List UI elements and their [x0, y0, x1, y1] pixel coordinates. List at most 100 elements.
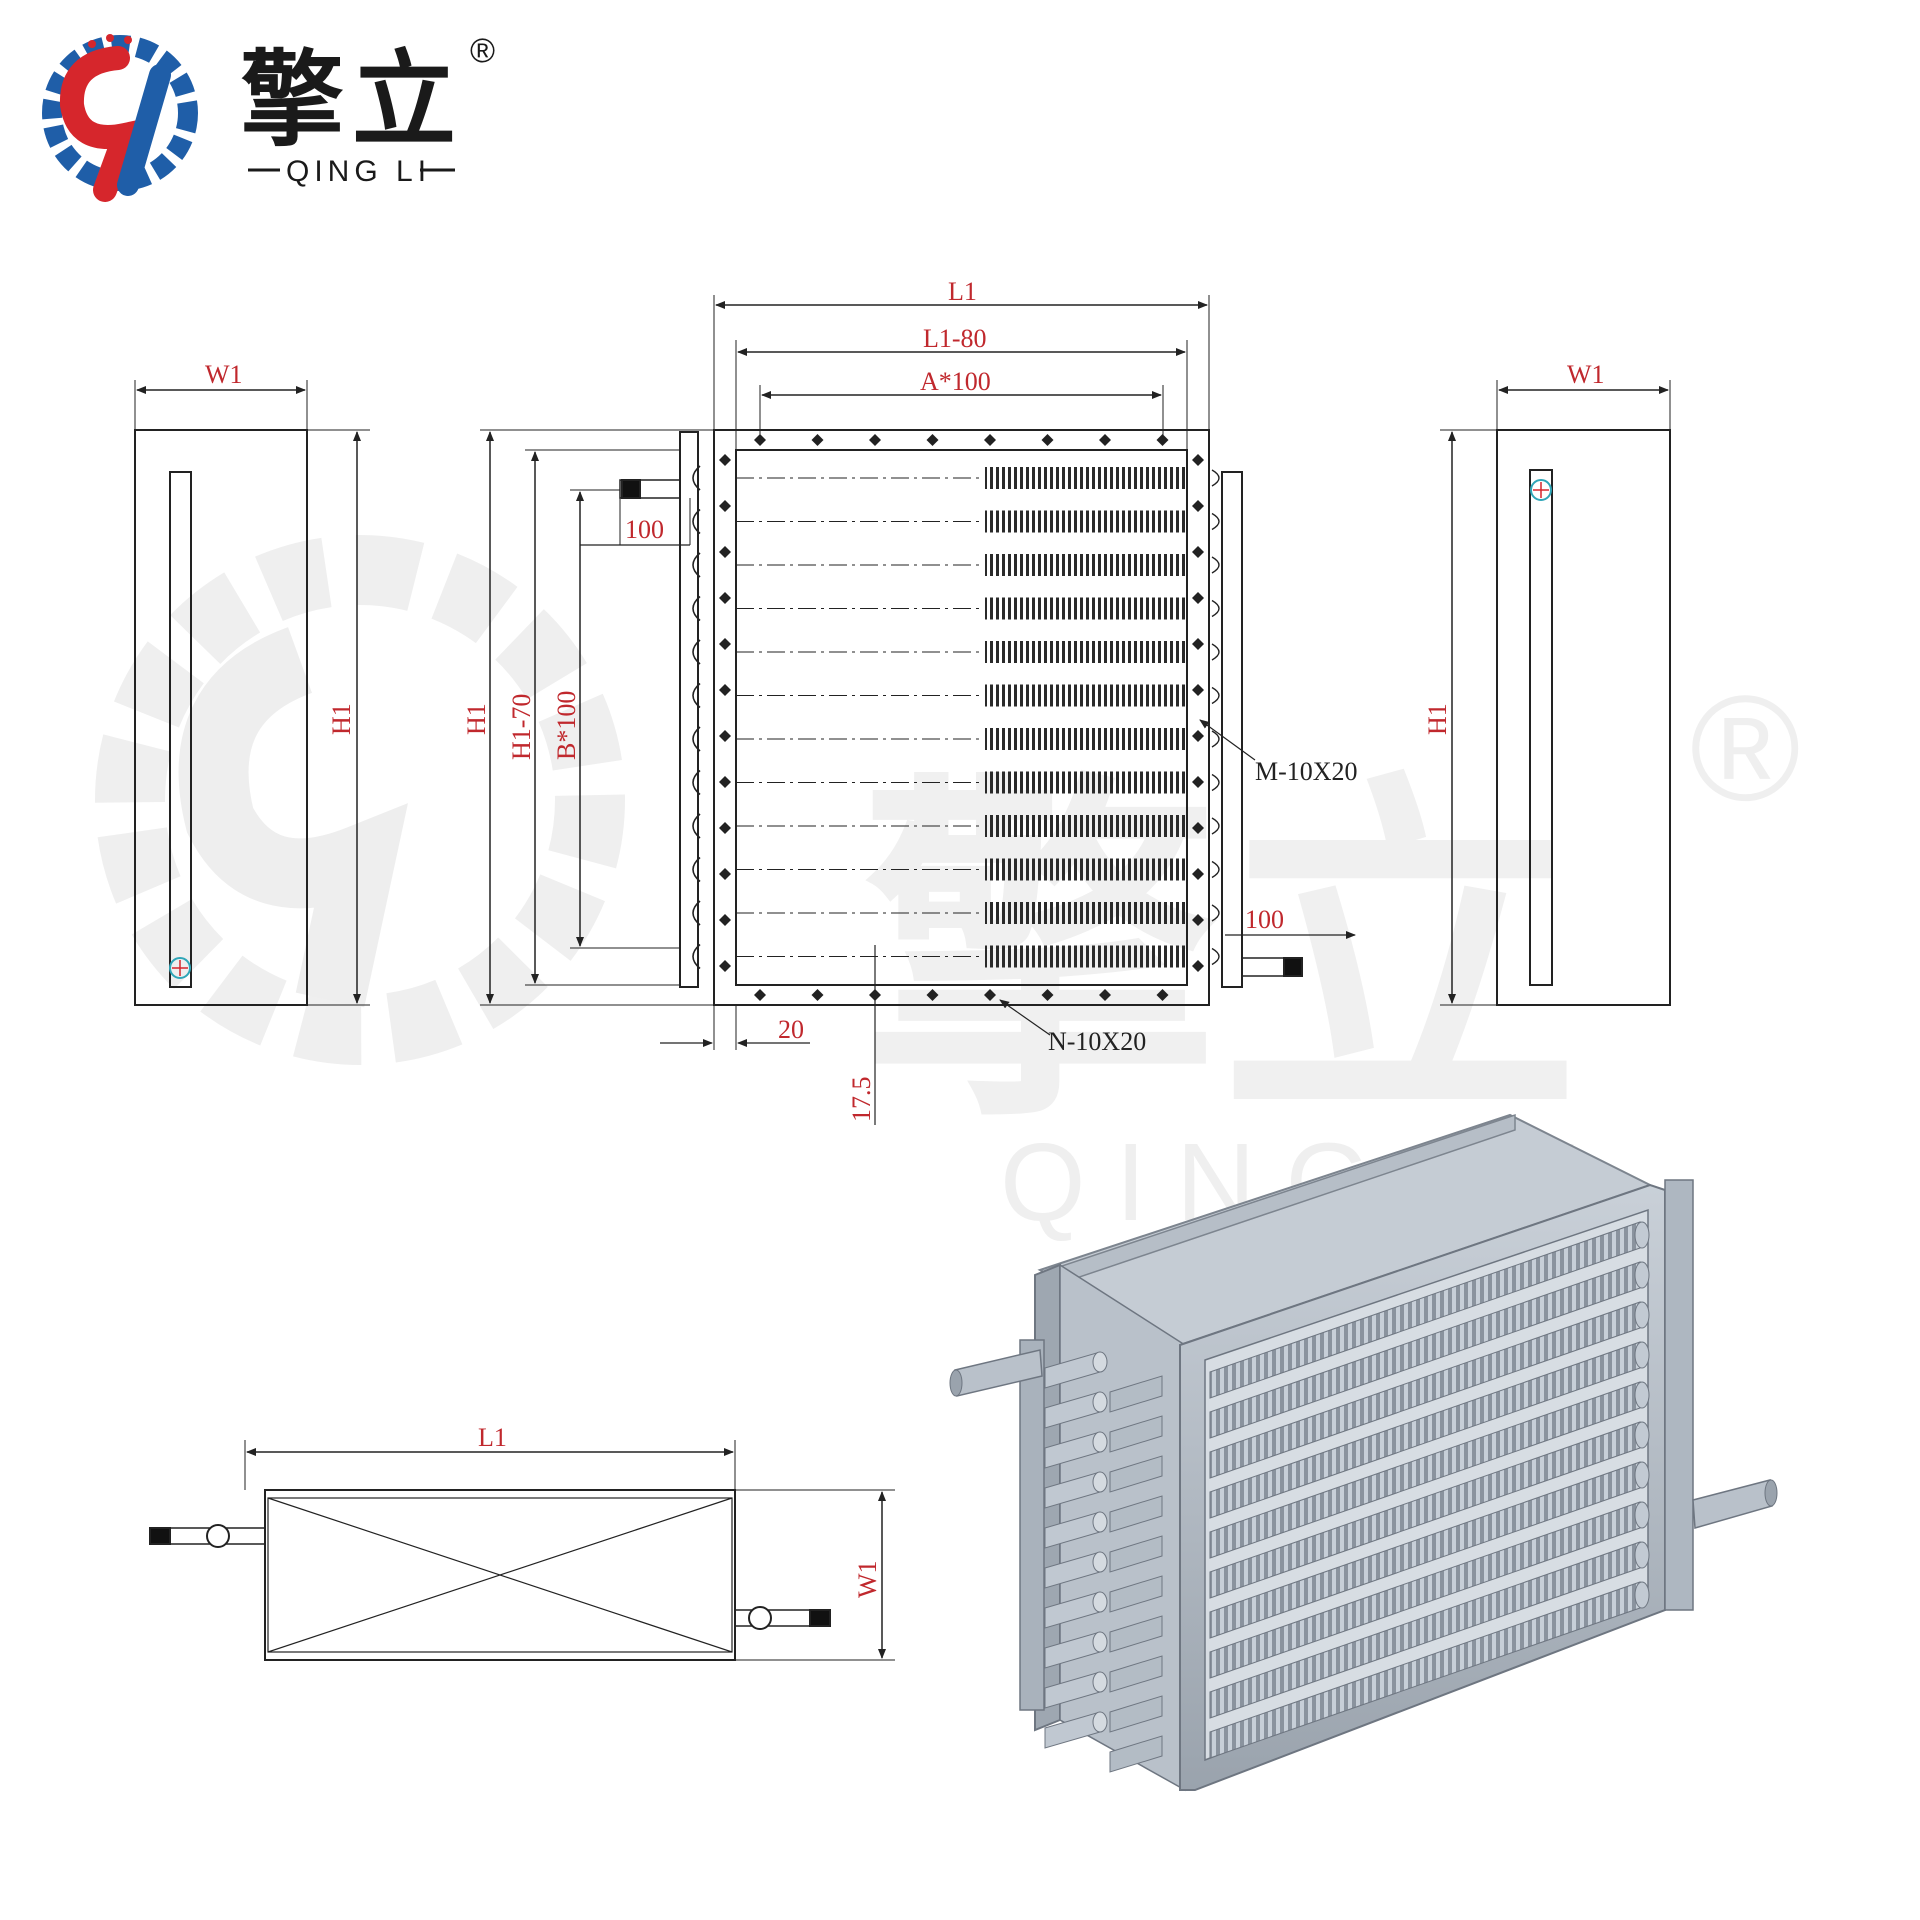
mounting-hole-icon	[719, 684, 731, 696]
watermark: 擎立 QING LI ®	[95, 535, 1801, 1244]
left-view-height-label: H1	[327, 703, 356, 735]
right-header-pipe	[1221, 471, 1243, 988]
left-view-slot	[169, 471, 192, 988]
mounting-hole-icon	[984, 989, 996, 1001]
u-bend	[1211, 512, 1220, 531]
render-pipe-stub	[1109, 1655, 1163, 1693]
front-vertical-pitch-label: B*100	[552, 691, 581, 760]
right-view-width-label: W1	[1567, 360, 1605, 389]
mounting-hole-icon	[719, 868, 731, 880]
finned-tube	[985, 728, 1185, 750]
u-bend	[1211, 469, 1220, 487]
front-view-tubes	[692, 434, 1220, 1001]
render-pipe-end	[1092, 1631, 1108, 1653]
u-bend	[1211, 773, 1220, 792]
inlet-pipe-stub	[619, 479, 681, 499]
u-bend	[692, 552, 701, 578]
mounting-hole-icon	[811, 434, 824, 446]
render-right-header	[1664, 1179, 1694, 1611]
mounting-hole-icon	[1041, 989, 1054, 1001]
logo-star-icon	[124, 36, 132, 44]
render-pipe-stub	[1109, 1575, 1163, 1613]
finned-tube	[985, 902, 1185, 924]
mounting-hole-icon	[719, 454, 731, 466]
render-tube-end	[1634, 1261, 1650, 1289]
mounting-hole-icon	[1156, 989, 1169, 1001]
render-pipe-end	[1092, 1511, 1108, 1533]
u-bend	[692, 769, 701, 796]
mounting-hole-icon	[1192, 960, 1204, 972]
front-inner-height-label: H1-70	[507, 694, 536, 760]
top-view-inner	[267, 1497, 733, 1653]
mounting-hole-icon	[719, 914, 731, 926]
finned-tube	[985, 597, 1185, 620]
mounting-hole-icon	[1192, 454, 1204, 466]
left-side-view	[134, 380, 370, 1006]
watermark-name-cn: 擎立	[860, 746, 1580, 1165]
u-bend	[692, 726, 701, 752]
render-pipe-end	[1092, 1391, 1108, 1413]
mounting-hole-icon	[1192, 914, 1204, 926]
front-view	[480, 295, 1356, 1125]
render-pipe-end	[1092, 1551, 1108, 1573]
render-outlet-pipe	[1692, 1479, 1773, 1529]
top-view-cross-2	[267, 1497, 733, 1653]
mounting-hole-icon	[1192, 822, 1204, 834]
mounting-hole-icon	[754, 989, 766, 1001]
u-bend	[1211, 643, 1220, 661]
front-inlet-offset-label: 100	[625, 515, 664, 544]
render-pipe-end	[1092, 1711, 1108, 1733]
render-left-header	[1019, 1339, 1045, 1711]
render-tube-end	[1634, 1501, 1650, 1529]
front-side-holes-label: M-10X20	[1255, 757, 1358, 786]
front-inner-length-label: L1-80	[923, 324, 987, 353]
mounting-hole-icon	[719, 592, 731, 604]
render-pipe-stub	[1109, 1535, 1163, 1573]
mounting-hole-icon	[719, 730, 731, 742]
mounting-hole-icon	[984, 434, 996, 446]
render-tube-end	[1634, 1421, 1650, 1449]
mounting-hole-icon	[719, 638, 731, 650]
left-view-pipe-marker	[169, 957, 191, 979]
watermark-registered-mark: ®	[1690, 664, 1801, 832]
front-outlet-offset-label: 100	[1245, 905, 1284, 934]
front-frame-outer	[713, 429, 1210, 1006]
render-tube-end	[1634, 1581, 1650, 1609]
logo-name-cn: 擎立	[240, 39, 464, 161]
right-side-view	[1440, 380, 1671, 1006]
u-bend	[692, 943, 701, 970]
logo-star-icon	[88, 40, 96, 48]
mounting-hole-icon	[1192, 684, 1204, 696]
mounting-hole-icon	[1192, 546, 1204, 558]
render-pipe-stub	[1109, 1415, 1163, 1453]
logo-slash-icon	[117, 64, 171, 196]
render-pipe-end	[1092, 1351, 1108, 1373]
mounting-hole-icon	[719, 822, 731, 834]
front-bottom-holes-label: N-10X20	[1048, 1027, 1146, 1056]
right-view-slot	[1529, 469, 1553, 986]
front-hole-pitch-label: A*100	[920, 367, 991, 396]
render-pipe-stub	[1109, 1375, 1163, 1413]
render-tube-end	[1634, 1341, 1650, 1369]
render-pipe-end	[1092, 1471, 1108, 1493]
top-view-outline	[264, 1489, 736, 1661]
render-pipe-stub	[1109, 1695, 1163, 1733]
top-view	[149, 1440, 895, 1661]
finned-tube	[985, 510, 1185, 533]
mounting-hole-icon	[811, 989, 824, 1001]
render-pipe-end	[1092, 1671, 1108, 1693]
mounting-hole-icon	[1192, 730, 1204, 742]
render-finned-tubes	[1044, 1221, 1650, 1773]
render-pipe-stub	[1109, 1615, 1163, 1653]
right-view-pipe-marker	[1530, 479, 1552, 501]
u-bend	[692, 465, 701, 491]
mounting-hole-icon	[719, 776, 731, 788]
u-bend	[692, 595, 701, 622]
logo-nine-icon	[59, 46, 144, 202]
mounting-hole-icon	[719, 546, 731, 558]
render-pipe-stub	[1109, 1495, 1163, 1533]
u-bend	[692, 508, 701, 535]
finned-tube	[985, 554, 1185, 576]
brand-logo: 擎立 ® QING LI	[42, 32, 495, 202]
